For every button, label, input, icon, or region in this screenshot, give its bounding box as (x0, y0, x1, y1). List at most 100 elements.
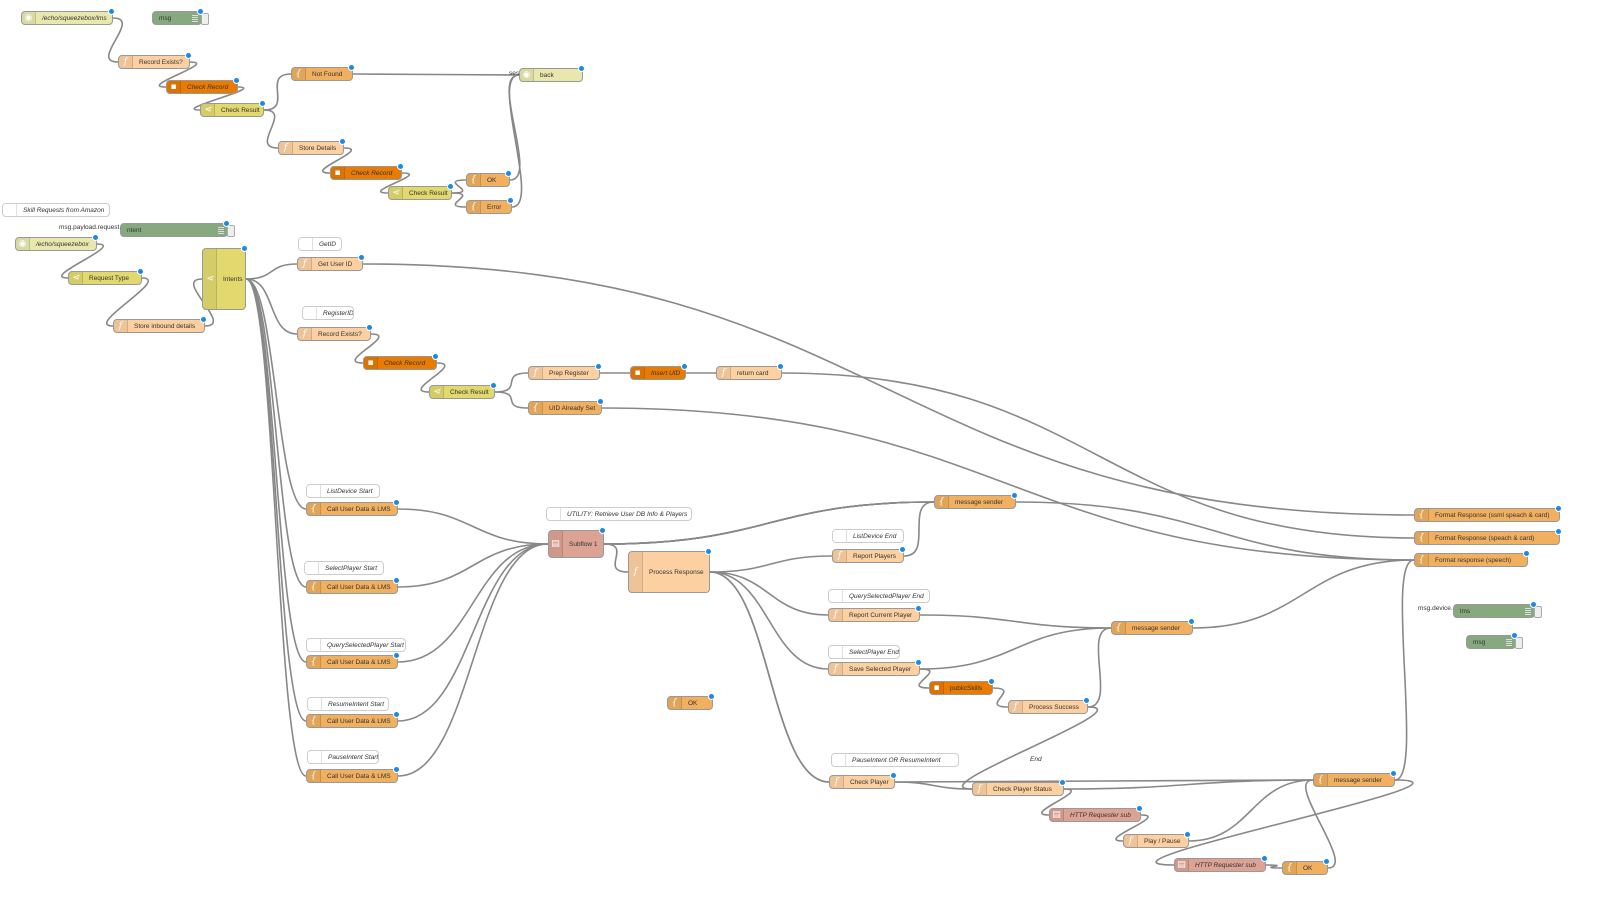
debug-node[interactable]: msg (1466, 632, 1523, 649)
subflow-node[interactable]: ▤HTTP Requester sub (1174, 855, 1268, 872)
switch-node[interactable]: ⋖Intents (202, 245, 248, 310)
node-label: Call User Data & LMS (327, 505, 391, 513)
comment-node[interactable]: ListDevice Start (306, 484, 380, 498)
alexa-node[interactable]: {message sender (1111, 618, 1195, 635)
alexa-node[interactable]: {OK (466, 170, 512, 187)
node-label: Intents (223, 275, 243, 283)
alexa-node[interactable]: {Format Response (ssml speach & card) (1414, 505, 1562, 522)
node-label: Format Response (speach & card) (1435, 534, 1535, 542)
debug-node[interactable]: ntent (120, 220, 235, 237)
comment-node[interactable]: PauseIntent OR ResumeIntent (831, 753, 959, 767)
function-icon: f (629, 552, 643, 592)
wire (1265, 864, 1283, 869)
node-label: back (540, 71, 554, 79)
http-in-node[interactable]: ◉/echo/squeezebox/lms (21, 8, 115, 25)
status-dot (1555, 505, 1562, 512)
http-in-node[interactable]: ◉back (519, 65, 585, 82)
status-dot (1261, 855, 1268, 862)
node-label: Format response (speech) (1435, 556, 1512, 564)
comment-node[interactable]: QuerySelectedPlayer Start (306, 638, 406, 652)
comment-node[interactable]: GetID (298, 237, 342, 251)
mysql-node[interactable]: ▪Insert UID (630, 363, 688, 380)
status-dot (348, 64, 355, 71)
mysql-node[interactable]: ▪Check Record (330, 163, 404, 180)
switch-node[interactable]: ⋖Check Result (200, 100, 266, 117)
alexa-node[interactable]: {Call User Data & LMS (306, 499, 400, 516)
comment-node[interactable]: QuerySelectedPlayer End (828, 589, 930, 603)
wire (263, 73, 292, 111)
debug-toggle-button[interactable] (1515, 637, 1523, 649)
debug-node[interactable]: msg (152, 8, 209, 25)
mysql-node[interactable]: ▪publicSkills (929, 678, 995, 695)
http-in-icon: ◉ (16, 238, 30, 250)
alexa-node[interactable]: {OK (667, 693, 715, 710)
status-dot (339, 138, 346, 145)
wire (1015, 501, 1415, 561)
alexa-node[interactable]: {Call User Data & LMS (306, 577, 400, 594)
alexa-node[interactable]: {Format response (speech) (1414, 550, 1530, 567)
subflow-node[interactable]: ▤Subflow 1 (548, 527, 606, 558)
comment-node[interactable]: Skill Requests from Amazon (2, 203, 110, 217)
comment-node[interactable]: SelectPlayer Start (304, 561, 384, 575)
function-icon: f (1124, 835, 1138, 847)
wire-label: msg.payload.request. (59, 224, 122, 231)
alexa-icon: { (307, 770, 321, 782)
switch-node[interactable]: ⋖Check Result (429, 382, 497, 399)
alexa-node[interactable]: {UID Already Set (528, 398, 604, 415)
alexa-node[interactable]: {message sender (934, 492, 1018, 509)
wire (379, 172, 411, 194)
switch-node[interactable]: ⋖Check Result (388, 183, 454, 200)
alexa-node[interactable]: {Format Response (speach & card) (1414, 528, 1562, 545)
comment-node[interactable]: ListDevice End (832, 529, 904, 543)
debug-toggle-button[interactable] (227, 225, 235, 237)
subflow-node[interactable]: ▤HTTP Requester sub (1049, 805, 1143, 822)
debug-toggle-button[interactable] (201, 13, 209, 25)
alexa-node[interactable]: {Not Found (291, 64, 355, 81)
comment-node[interactable]: SelectPlayer End (828, 645, 900, 659)
comment-node[interactable]: PauseIntent Start (307, 750, 379, 764)
comment-node[interactable]: UTILITY: Retrieve User DB Info & Players (546, 507, 692, 521)
function-icon: f (717, 367, 731, 379)
node-label: RegisterID (323, 309, 353, 317)
alexa-icon: { (467, 201, 481, 213)
debug-node[interactable]: lms (1453, 601, 1542, 618)
alexa-node[interactable]: {message sender (1313, 770, 1397, 787)
status-dot (432, 353, 439, 360)
alexa-node[interactable]: {OK (1282, 858, 1330, 875)
wire (709, 555, 833, 573)
debug-toggle-button[interactable] (1534, 606, 1542, 618)
status-dot (393, 577, 400, 584)
wire (1087, 627, 1112, 708)
alexa-node[interactable]: {Error (466, 197, 514, 214)
debug-list-icon (1525, 607, 1531, 615)
alexa-node[interactable]: {Call User Data & LMS (306, 652, 400, 669)
comment-node[interactable]: RegisterID (302, 306, 354, 320)
alexa-node[interactable]: {Call User Data & LMS (306, 766, 400, 783)
mysql-node[interactable]: ▪Check Record (363, 353, 439, 370)
mysql-node[interactable]: ▪Check Record (166, 77, 240, 94)
function-icon: f (279, 142, 293, 154)
http-in-node[interactable]: ◉/echo/squeezebox (15, 234, 99, 251)
alexa-icon: { (307, 656, 321, 668)
status-dot (1555, 528, 1562, 535)
switch-node[interactable]: ⋖Request Type (68, 268, 144, 285)
node-label: Process Success (1029, 703, 1079, 711)
node-label: message sender (955, 498, 1004, 506)
alexa-node[interactable]: {Call User Data & LMS (306, 711, 400, 728)
comment-node[interactable]: ResumeIntent Start (307, 697, 389, 711)
